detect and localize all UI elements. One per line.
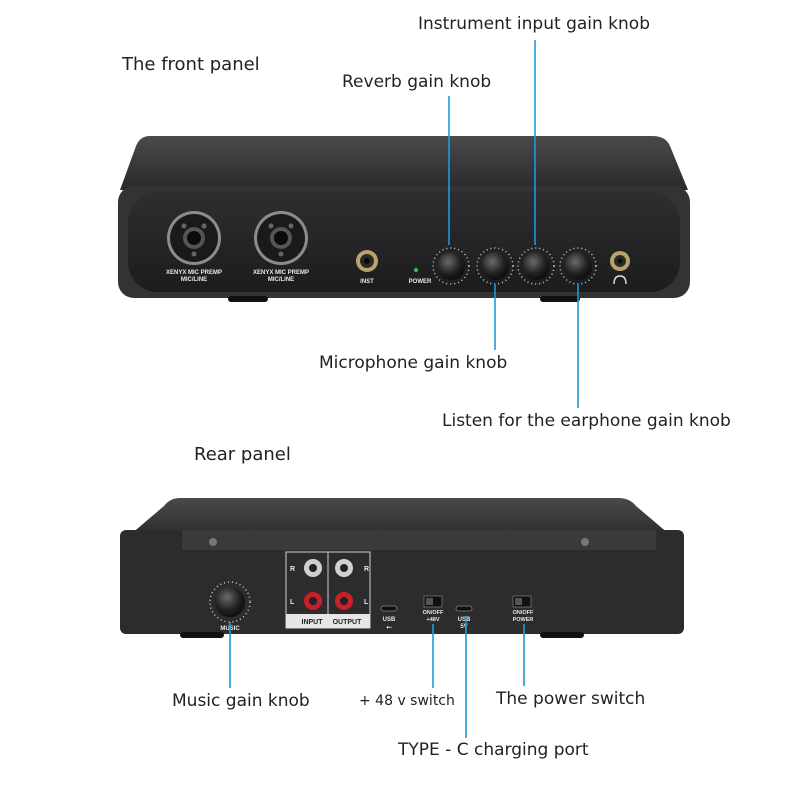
rca-output-right	[335, 559, 353, 577]
xlr-combo-jack-1	[167, 211, 221, 265]
xlr-combo-jack-2	[254, 211, 308, 265]
rca-input-left	[304, 592, 322, 610]
preamp-1-sublabel: MIC/LINE	[181, 277, 207, 283]
power-led	[414, 268, 418, 272]
switch-48v-label: ON/OFF	[423, 610, 444, 616]
callout-typec-port: TYPE - C charging port	[398, 740, 589, 760]
switch-48v-lever	[426, 598, 433, 605]
rear-foot-right	[540, 632, 584, 638]
rca-input-right	[304, 559, 322, 577]
preamp-2-sublabel: MIC/LINE	[268, 277, 294, 283]
rca-output-left	[335, 592, 353, 610]
rear-device-face	[120, 530, 684, 634]
screw-left	[209, 538, 217, 546]
rca-label-strip	[286, 614, 370, 628]
rca-l-right-label: L	[364, 599, 369, 606]
rca-l-left-label: L	[290, 599, 295, 606]
front-foot-left	[228, 296, 268, 302]
callout-mic-gain: Microphone gain knob	[319, 353, 508, 373]
usb-2-sublabel: 5V	[460, 624, 467, 630]
rear-device: MUSIC R L R L INPUT OUTPUT USB ⭠ ON/OFF …	[120, 498, 684, 638]
callout-reverb-gain: Reverb gain knob	[342, 72, 492, 92]
rear-panel-heading: Rear panel	[194, 444, 291, 465]
power-switch-sublabel: POWER	[513, 617, 534, 623]
screw-right	[581, 538, 589, 546]
usb-port-1	[380, 605, 398, 612]
rear-device-lip	[182, 530, 656, 550]
preamp-1-label: XENYX MIC PREMP	[166, 270, 222, 276]
typec-port	[455, 605, 473, 612]
callout-power-switch: The power switch	[496, 689, 646, 709]
music-knob	[209, 581, 251, 623]
callout-music-gain: Music gain knob	[172, 691, 310, 711]
rear-device-top	[124, 498, 676, 540]
front-device: XENYX MIC PREMP MIC/LINE XENYX MIC PREMP…	[118, 136, 690, 302]
front-panel-heading: The front panel	[122, 54, 260, 75]
rca-input-label: INPUT	[302, 619, 324, 626]
front-foot-right	[540, 296, 580, 302]
power-label: POWER	[409, 279, 432, 285]
front-device-top	[120, 136, 688, 190]
rca-output-label: OUTPUT	[333, 619, 363, 626]
callout-instrument-gain: Instrument input gain knob	[418, 14, 650, 34]
power-switch-label: ON/OFF	[513, 610, 534, 616]
callout-48v-switch: + 48 v switch	[359, 693, 455, 709]
usb-symbol-icon: ⭠	[386, 624, 392, 631]
rca-r-left-label: R	[290, 566, 295, 573]
switch-48v-sublabel: +48V	[427, 617, 440, 623]
headphone-jack	[610, 251, 630, 271]
callout-earphone-gain: Listen for the earphone gain knob	[442, 411, 731, 431]
headphone-icon	[613, 275, 627, 285]
reverb-knob	[432, 247, 470, 285]
preamp-2-label: XENYX MIC PREMP	[253, 270, 309, 276]
inst-label: INST	[360, 279, 374, 285]
instrument-gain-knob	[517, 247, 555, 285]
callout-lines	[229, 40, 579, 738]
usb-2-label: USB	[458, 617, 471, 623]
rear-foot-left	[180, 632, 224, 638]
inst-jack	[356, 250, 378, 272]
rca-r-right-label: R	[364, 566, 369, 573]
power-switch-lever	[515, 598, 522, 605]
usb-1-label: USB	[383, 617, 396, 623]
